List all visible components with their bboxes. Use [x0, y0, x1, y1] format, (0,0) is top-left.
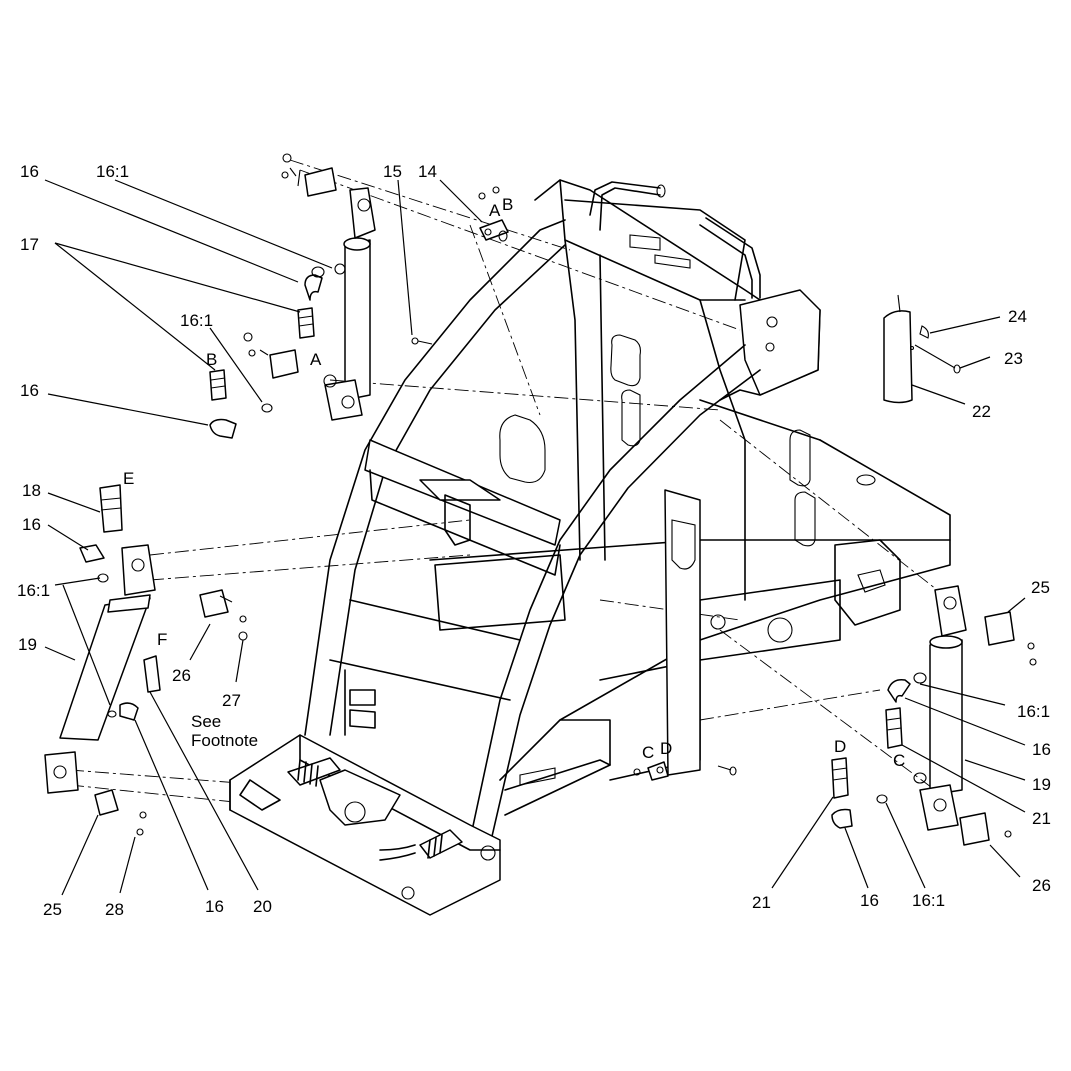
- callout-18: 18: [22, 481, 41, 500]
- callout-19: 19: [18, 635, 37, 654]
- callout-21: 21: [752, 893, 771, 912]
- callout-f: F: [157, 630, 167, 649]
- upper-left-cylinder-assembly: [209, 153, 376, 439]
- see-footnote-line-2: Footnote: [191, 731, 258, 750]
- callout-28: 28: [105, 900, 124, 919]
- callout-b: B: [502, 195, 513, 214]
- callout-16: 16: [20, 162, 39, 181]
- callout-d: D: [660, 739, 672, 758]
- callout-26: 26: [172, 666, 191, 685]
- callout-e: E: [123, 469, 134, 488]
- callout-16: 16: [20, 381, 39, 400]
- callout-26: 26: [1032, 876, 1051, 895]
- callout-17: 17: [20, 235, 39, 254]
- callout-16-1: 16:1: [17, 581, 50, 600]
- loader-frame: [229, 179, 951, 916]
- callout-a: A: [489, 201, 501, 220]
- callout-23: 23: [1004, 349, 1023, 368]
- callout-16-1: 16:1: [912, 891, 945, 910]
- bolt-15: [411, 337, 433, 345]
- lower-left-cylinder-assembly: [44, 484, 248, 836]
- callout-14: 14: [418, 162, 437, 181]
- pin-assembly-22-24: [883, 294, 961, 404]
- callout-21: 21: [1032, 809, 1051, 828]
- callout-15: 15: [383, 162, 402, 181]
- bracket-cd-center: [633, 761, 737, 781]
- callout-16: 16: [22, 515, 41, 534]
- callout-c: C: [893, 751, 905, 770]
- callout-27: 27: [222, 691, 241, 710]
- callout-c: C: [642, 743, 654, 762]
- callout-a: A: [310, 350, 322, 369]
- leader-lines: [44, 179, 1026, 896]
- callout-25: 25: [43, 900, 62, 919]
- right-cylinder-assembly: [831, 585, 1037, 846]
- callout-16-1: 16:1: [96, 162, 129, 181]
- callout-16-1: 16:1: [180, 311, 213, 330]
- callout-22: 22: [972, 402, 991, 421]
- see-footnote-line-1: See: [191, 712, 221, 731]
- callout-16: 16: [205, 897, 224, 916]
- callout-b: B: [206, 350, 217, 369]
- bracket-14: [478, 186, 509, 242]
- callout-16-1: 16:1: [1017, 702, 1050, 721]
- callout-19: 19: [1032, 775, 1051, 794]
- callout-labels: 16 16:1 15 14 17 16:1 B A 16 A B 24 23 2…: [17, 162, 1051, 919]
- callout-25: 25: [1031, 578, 1050, 597]
- callout-20: 20: [253, 897, 272, 916]
- callout-d: D: [834, 737, 846, 756]
- callout-24: 24: [1008, 307, 1027, 326]
- callout-16: 16: [860, 891, 879, 910]
- callout-16: 16: [1032, 740, 1051, 759]
